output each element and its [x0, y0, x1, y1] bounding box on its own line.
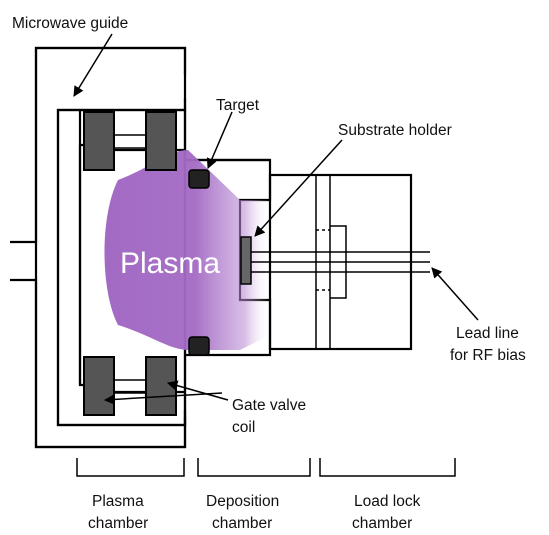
label-deposition-chamber-2: chamber: [212, 515, 272, 532]
bracket-plasma-chamber: [76, 458, 185, 477]
arrow-gate-valve-1: [103, 392, 223, 405]
label-deposition-chamber-1: Deposition: [206, 493, 279, 510]
arrow-lead-line: [431, 267, 479, 321]
coil-top-right: [145, 111, 177, 171]
label-load-lock-2: chamber: [352, 515, 412, 532]
plasma-label: Plasma: [120, 247, 220, 280]
arrow-target: [206, 111, 233, 169]
label-lead-line-2: for RF bias: [450, 347, 526, 364]
coil-bottom-left: [83, 356, 115, 416]
arrow-microwave-guide: [73, 33, 113, 97]
plasma-chamber-wall: [78, 110, 185, 394]
arrow-substrate-holder: [254, 139, 343, 237]
label-gate-valve-1: Gate valve: [232, 397, 306, 414]
label-target: Target: [216, 97, 260, 114]
coil-bottom-right: [145, 356, 177, 416]
arrow-gate-valve-2: [166, 380, 229, 401]
label-lead-line-1: Lead line: [456, 325, 519, 342]
coil-top-left: [83, 111, 115, 171]
target-top: [188, 169, 210, 189]
bracket-load-lock-chamber: [319, 458, 456, 477]
substrate-holder: [240, 236, 252, 285]
target-bottom: [188, 336, 210, 356]
label-gate-valve-2: coil: [232, 419, 255, 436]
label-plasma-chamber-1: Plasma: [92, 493, 144, 510]
label-microwave-guide: Microwave guide: [12, 15, 128, 32]
bracket-deposition-chamber: [197, 458, 311, 477]
label-plasma-chamber-2: chamber: [88, 515, 148, 532]
label-substrate-holder: Substrate holder: [338, 122, 452, 139]
plasma-region: [104, 150, 270, 350]
label-load-lock-1: Load lock: [354, 493, 421, 510]
